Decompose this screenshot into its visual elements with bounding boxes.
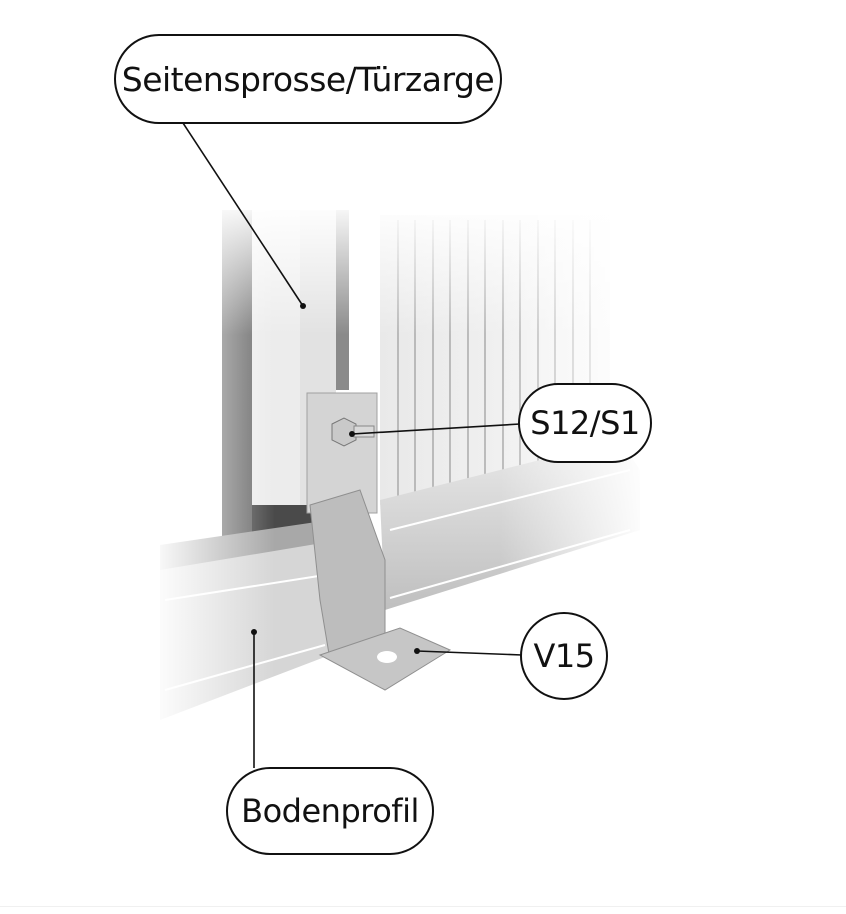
leader-dots bbox=[251, 303, 420, 654]
label-bracket-text: V15 bbox=[533, 637, 595, 675]
label-screw: S12/S1 bbox=[518, 383, 652, 463]
label-side-post: Seitensprosse/Türzarge bbox=[114, 34, 502, 124]
label-floor-profile-text: Bodenprofil bbox=[241, 792, 419, 830]
label-side-post-text: Seitensprosse/Türzarge bbox=[121, 59, 495, 99]
leader-lines bbox=[182, 122, 523, 768]
label-floor-profile: Bodenprofil bbox=[226, 767, 434, 855]
label-bracket: V15 bbox=[520, 612, 608, 700]
label-screw-text: S12/S1 bbox=[530, 404, 640, 442]
bottom-divider bbox=[0, 906, 846, 907]
